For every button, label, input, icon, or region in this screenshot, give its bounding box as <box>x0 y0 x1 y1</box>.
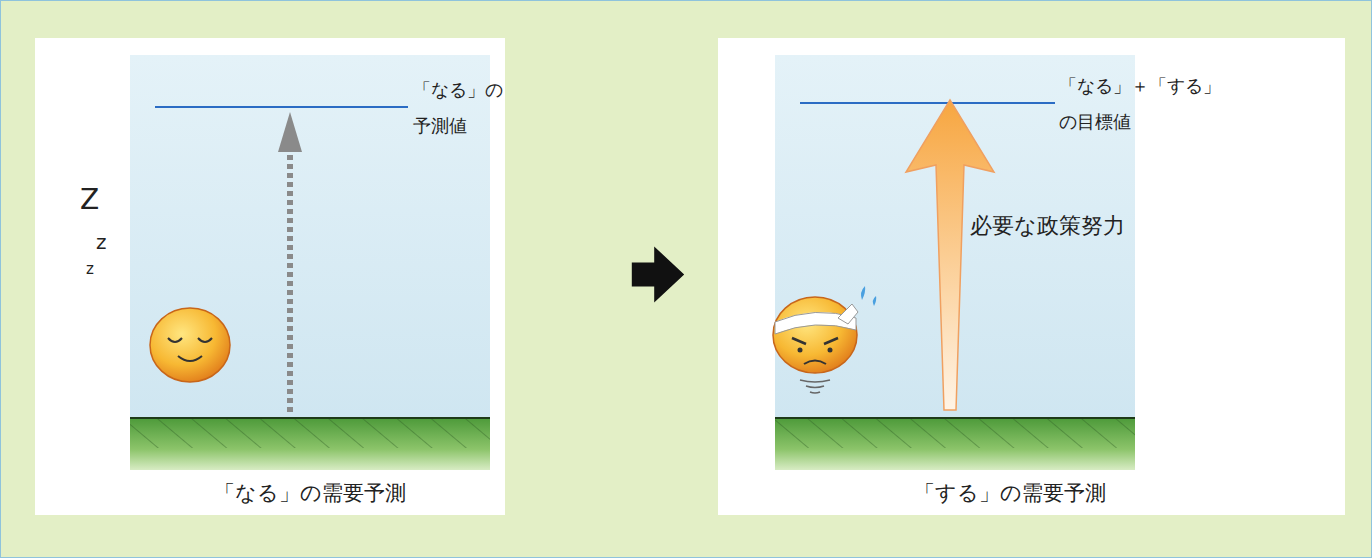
sleep-letter: Z <box>80 186 99 214</box>
target-label: 「なる」＋「する」 の目標値 <box>1059 68 1239 140</box>
effort-label: 必要な政策努力 <box>970 208 1125 244</box>
panel-caption: 「する」の需要予測 <box>810 475 1210 511</box>
sleep-letter: z <box>86 262 94 277</box>
panel: 「なる」＋「する」 の目標値必要な政策努力「する」の需要予測 <box>718 38 1345 515</box>
forecast-label: 「なる」の 予測値 <box>413 72 525 144</box>
flow-arrow <box>632 247 684 303</box>
sleep-letter: z <box>96 232 107 252</box>
panel: 「なる」の 予測値「なる」の需要予測 <box>35 38 549 515</box>
panel-caption: 「なる」の需要予測 <box>75 475 545 511</box>
